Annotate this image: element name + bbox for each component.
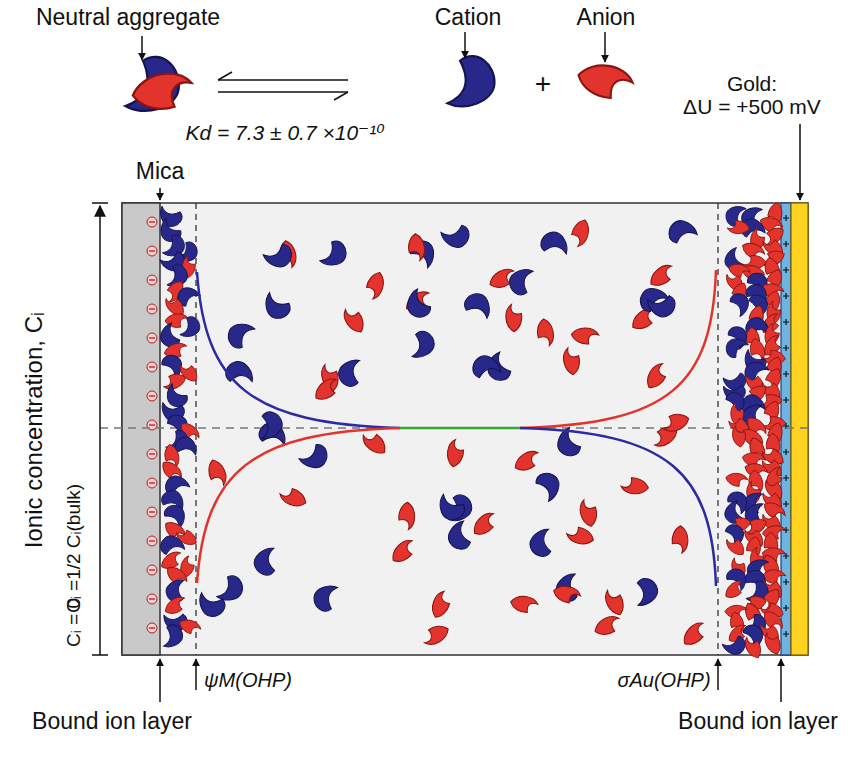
leader-line [780,659,782,702]
leader-line [159,659,161,702]
equilibrium-arrow [334,92,348,100]
cation-icon [437,51,499,111]
potential-value: ΔU = +500 mV [683,95,821,118]
anion-profile [197,428,400,583]
species-label: Anion [577,5,636,30]
axis-label: Cᵢ = 0 [64,598,85,647]
leader-line [604,32,606,62]
axis-label: Cᵢ =1/2 Cᵢ(bulk) [64,483,85,612]
leader-line [717,659,719,690]
gold-electrode [791,203,808,655]
equilibrium-arrow [218,72,232,80]
bulk-profile [400,427,520,430]
axis-tick [92,654,108,656]
ohp-line [717,203,718,655]
axis-tick [92,202,108,204]
species-label: Cation [435,5,501,30]
axis-arrow [99,206,101,655]
cation-profile [520,428,716,586]
neutral-aggregate [118,51,195,115]
leader-line [799,124,801,200]
cell-frame [122,203,808,655]
leader-line [195,659,197,690]
mica-slab [122,203,160,655]
half-bulk-line [100,427,808,428]
dissociation-constant: Kd = 7.3 ± 0.7 ×10⁻¹⁰ [185,121,384,144]
plane-label: ψM(OHP) [204,669,292,691]
equilibrium-arrow [218,79,348,81]
anion-icon [575,61,634,102]
leader-line [141,36,143,60]
ions [157,201,788,660]
leader-line [159,188,161,200]
equilibrium-arrow [218,91,348,93]
axis-title: Ionic concentration, Cᵢ [21,312,47,548]
cation-profile [197,272,400,428]
plus-sign: + [535,69,551,100]
gold-oxide-layer [781,203,791,655]
layer-label: Bound ion layer [678,709,838,734]
anion-profile [520,270,716,428]
mica-charges [147,217,157,633]
layer-label: Bound ion layer [32,709,192,734]
electrode-label: Gold: [727,72,777,95]
leader-line [464,32,466,58]
material-label: Mica [136,159,185,184]
plane-label: σAu(OHP) [617,669,710,691]
species-label: Neutral aggregate [36,5,220,30]
